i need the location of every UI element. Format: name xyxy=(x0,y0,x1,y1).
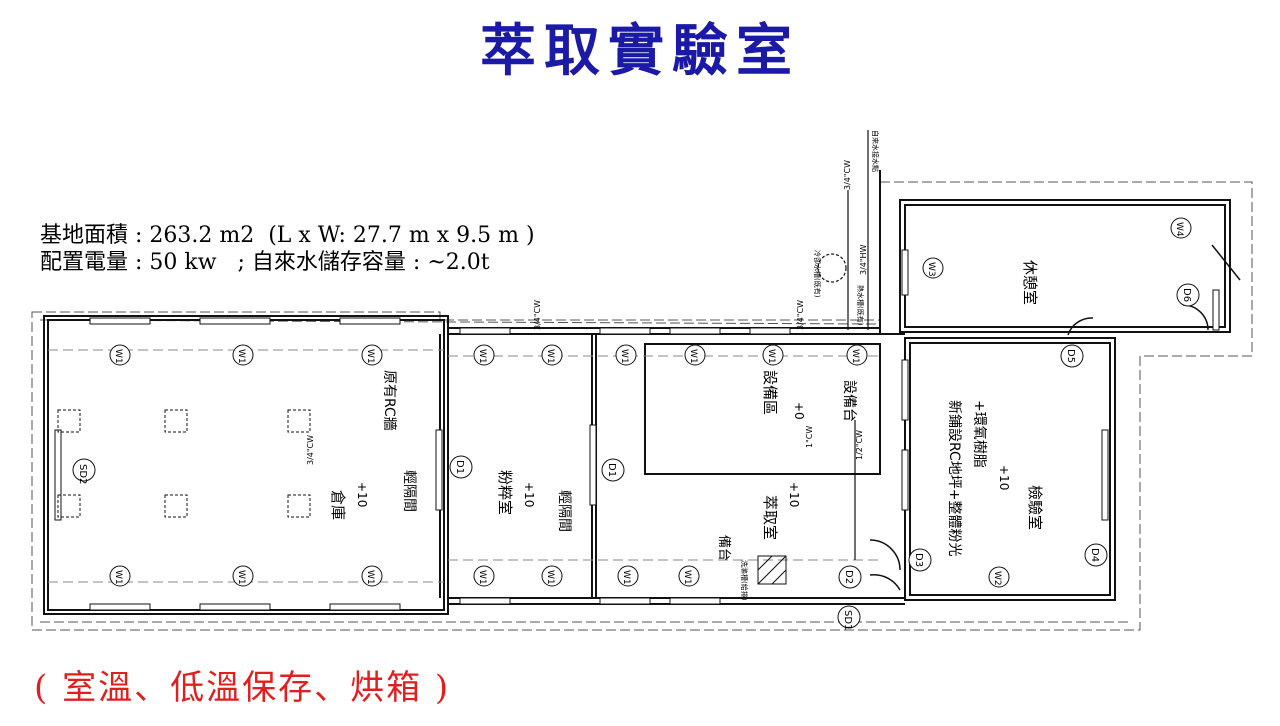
elev-equipment: +0 xyxy=(792,402,806,420)
window-tag-label: W1 xyxy=(766,349,776,364)
door-tag-label: SD2 xyxy=(77,464,88,484)
pipe-notes: 自來水接水點 冷卻水槽(既有) 熱水槽(既有) 洗滌槽(給排) xyxy=(740,130,880,601)
page-title: 萃取實驗室 xyxy=(480,18,800,84)
door-tag-label: D5 xyxy=(1065,349,1076,363)
room-labels: 倉庫 輕隔間 原有RC牆 粉粹室 輕隔間 萃取室 設備區 設備台 備台 休憩室 … xyxy=(329,260,1044,561)
elev-inspection: +10 xyxy=(997,465,1011,490)
window-tag-label: W1 xyxy=(365,349,375,364)
walls xyxy=(43,170,1231,615)
window-tag-label: W1 xyxy=(477,570,487,585)
sink xyxy=(757,555,787,585)
footer-note: ( 室溫、低溫保存、烘箱 ) xyxy=(34,668,451,708)
pipe-labels: 3/4"CW 3/4"CW 3/4"CW 1"CW 1/2"CW 3/4"CW … xyxy=(306,160,868,465)
pipe-label: 1"CW xyxy=(805,426,814,448)
door-tag-label: D6 xyxy=(1181,288,1192,302)
window-tag-label: W1 xyxy=(365,570,375,585)
room-label-powder: 粉粹室 xyxy=(496,470,514,515)
window-tag-label: W1 xyxy=(850,349,860,364)
door-tags xyxy=(72,283,1200,629)
room-label-inspection: 檢驗室 xyxy=(1026,485,1044,530)
window-tag-label: W1 xyxy=(236,570,246,585)
window-tag-label: W1 xyxy=(688,349,698,364)
label-partition: 輕隔間 xyxy=(556,490,572,532)
note-water-in: 自來水接水點 xyxy=(871,130,880,172)
room-label-extraction: 萃取室 xyxy=(761,495,779,540)
window-tag-label: W2 xyxy=(992,571,1002,586)
elevation-marks: +10 +10 +10 +0 +10 xyxy=(355,402,1011,507)
label-equipment-bench: 設備台 xyxy=(841,380,857,422)
power-water-line: 配置電量 : 50 kw ; 自來水儲存容量 : ~2.0t xyxy=(40,250,490,275)
elev-extraction: +10 xyxy=(787,482,801,507)
note-cold-tank: 冷卻水槽(既有) xyxy=(813,250,822,298)
window-tag-label: W1 xyxy=(545,570,555,585)
site-info: 基地面積 : 263.2 m2 (L x W: 27.7 m x 9.5 m )… xyxy=(40,222,535,276)
window-tags xyxy=(109,217,1192,588)
pipe-label: 1/2"CW xyxy=(855,430,864,460)
window-tag-label: W1 xyxy=(621,570,631,585)
room-label-equipment-area: 設備區 xyxy=(761,370,779,415)
window-tag-label: W1 xyxy=(236,349,246,364)
label-existing-rc: 原有RC牆 xyxy=(381,370,397,431)
room-label-warehouse: 倉庫 xyxy=(329,490,347,520)
room-label-lounge: 休憩室 xyxy=(1021,260,1039,305)
pipe-label: 3/4"CW xyxy=(796,300,805,330)
window-tag-label: W1 xyxy=(682,570,692,585)
door-tag-label: D3 xyxy=(913,553,924,567)
note-hot-tank: 熱水槽(既有) xyxy=(856,285,865,326)
site-area-line: 基地面積 : 263.2 m2 (L x W: 27.7 m x 9.5 m ) xyxy=(40,223,535,248)
window-tag-label: W1 xyxy=(545,349,555,364)
window-labels: W1 W1 W1 W1 W1 W1 W1 W1 W1 W1 W1 W1 W1 W… xyxy=(113,222,1184,586)
pipe-label: 3/4"CW xyxy=(843,160,852,190)
door-tag-label: SD1 xyxy=(842,610,853,630)
window-tag-label: W1 xyxy=(619,349,629,364)
door-tag-label: D4 xyxy=(1089,548,1100,562)
pipe-label: 3/4"CW xyxy=(533,300,542,330)
window-tag-label: W1 xyxy=(113,570,123,585)
label-new-floor: 新鋪設RC地坪+整體粉光 xyxy=(946,400,962,557)
label-epoxy: +環氧樹脂 xyxy=(971,400,987,468)
window-tag-label: W1 xyxy=(477,349,487,364)
note-sink: 洗滌槽(給排) xyxy=(740,560,749,601)
door-tag-label: D1 xyxy=(454,460,465,474)
window-tag-label: W4 xyxy=(1174,222,1184,237)
boundary-dashed xyxy=(31,181,1253,631)
window-marks xyxy=(54,249,1220,611)
window-tag-label: W1 xyxy=(113,349,123,364)
pipe-label: 3/4"HW xyxy=(859,244,868,275)
elev-powder: +10 xyxy=(522,482,536,507)
door-labels: SD2 D1 D1 D2 D3 D4 D5 D6 SD1 xyxy=(77,288,1192,630)
label-bench: 備台 xyxy=(716,535,732,561)
window-tag-label: W3 xyxy=(926,262,936,277)
elev-warehouse: +10 xyxy=(355,482,369,507)
columns xyxy=(57,409,311,518)
water-supply-line xyxy=(817,130,869,560)
label-partition: 輕隔間 xyxy=(401,470,417,512)
door-tag-label: D1 xyxy=(606,463,617,477)
pipe-label: 3/4"CW xyxy=(306,435,315,465)
door-tag-label: D2 xyxy=(843,570,854,584)
